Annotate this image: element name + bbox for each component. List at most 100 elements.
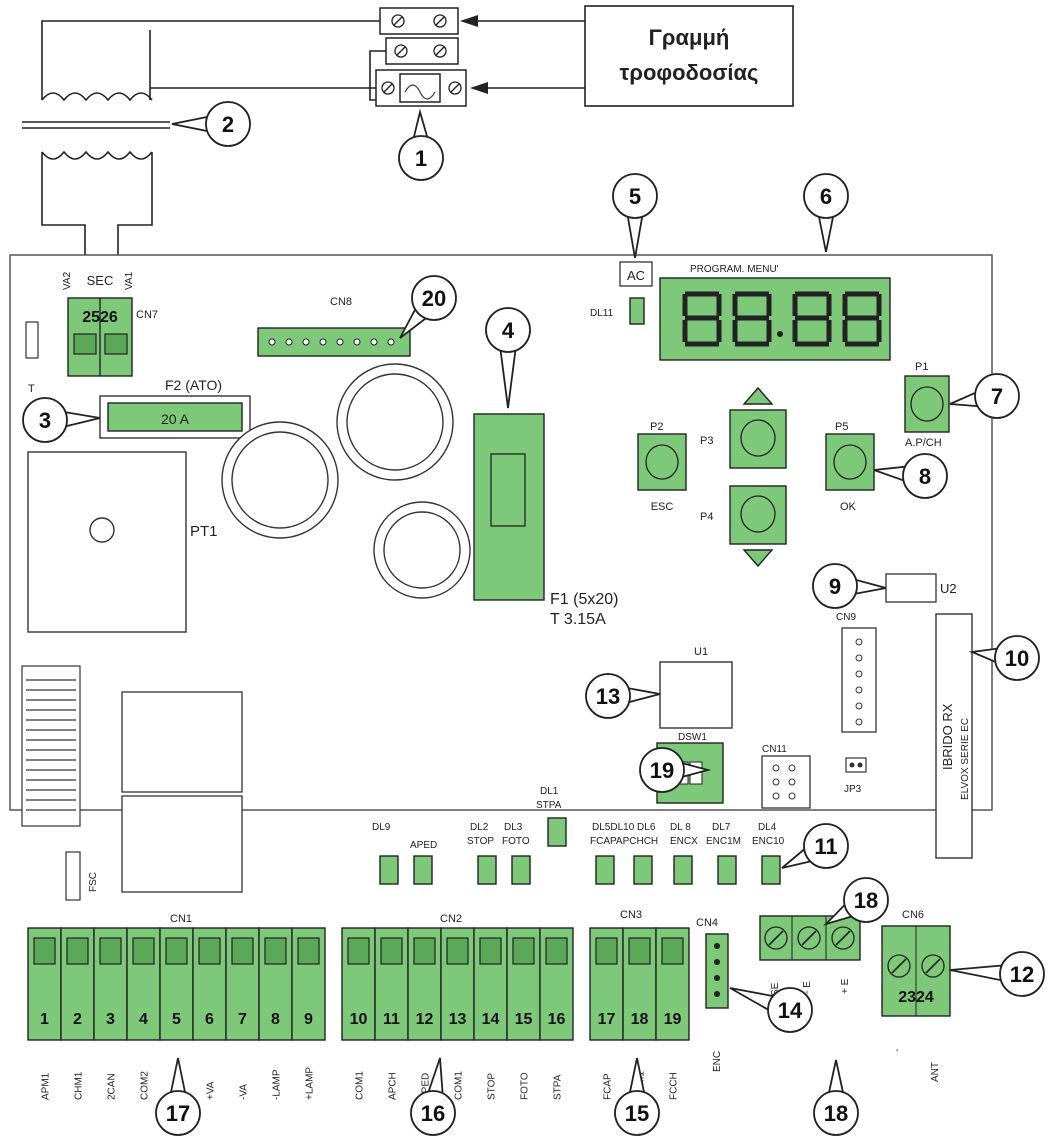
led-row: DL1 STPA DL9 APED DL2 STOP DL3 FOTO DL5D… <box>372 786 785 885</box>
callout-1: 1 <box>398 108 444 181</box>
ac-indicator <box>619 261 653 287</box>
cn1-terminal-7: 7-VA <box>225 927 260 1100</box>
p1-label: P1 <box>915 361 928 373</box>
callout-number: 19 <box>650 758 674 783</box>
pt1-component <box>27 451 187 633</box>
cn2-terminal-number: 13 <box>449 1011 467 1028</box>
jumper-t <box>25 321 39 359</box>
power-line-label-2: τροφοδοσίας <box>620 60 759 85</box>
cn1-terminal-name: +LAMP <box>305 1067 316 1100</box>
ok-label: OK <box>840 501 857 513</box>
cn3-label: CN3 <box>620 909 642 921</box>
cn11-connector <box>761 755 811 809</box>
cn2-terminal-name: COM1 <box>454 1071 465 1100</box>
u1-label: U1 <box>694 646 708 658</box>
cn11-label: CN11 <box>762 744 787 755</box>
cn1-terminal-number: 5 <box>172 1011 181 1028</box>
aped-led <box>413 855 433 885</box>
callout-number: 1 <box>415 146 427 171</box>
encoder-screw-block: SE - E + E <box>759 915 861 996</box>
callout-17: 17 <box>155 1057 201 1136</box>
callout-16: 16 <box>410 1057 456 1136</box>
cn1-terminal-name: -VA <box>239 1084 250 1100</box>
cn1-terminal-number: 4 <box>139 1011 148 1028</box>
callout-number: 4 <box>502 318 515 343</box>
f1-label-1: F1 (5x20) <box>550 591 618 608</box>
cn4-enc-label: ENC <box>712 1051 723 1072</box>
ibrido-rx-module <box>935 613 973 859</box>
program-menu-label: PROGRAM. MENU' <box>690 264 779 275</box>
callout-4: 4 <box>485 307 531 409</box>
callout-number: 2 <box>222 112 234 137</box>
cn8-label: CN8 <box>330 296 352 308</box>
callout-15: 15 <box>614 1057 660 1136</box>
cn1-terminal-8: 8-LAMP <box>258 927 293 1100</box>
cn6-terminals: 2324 <box>898 989 934 1006</box>
ac-label: AC <box>627 268 645 283</box>
callout-14: 14 <box>729 987 813 1033</box>
callout-number: 12 <box>1010 962 1034 987</box>
cn1-terminal-number: 8 <box>271 1011 280 1028</box>
u1-chip <box>659 661 733 729</box>
callout-2: 2 <box>171 101 251 147</box>
f2-label: F2 (ATO) <box>165 377 222 393</box>
u2-chip <box>885 573 937 603</box>
callout-number: 15 <box>625 1101 649 1126</box>
dsw1-label: DSW1 <box>678 732 707 743</box>
dl11-led <box>629 297 645 325</box>
cn1-terminal-name: APM1 <box>41 1072 52 1100</box>
dl2-label: DL2 <box>470 822 489 833</box>
callout-20: 20 <box>399 275 457 339</box>
cn2-terminal-number: 11 <box>383 1011 400 1028</box>
button-p1[interactable]: P1 A.P/CH <box>904 361 950 449</box>
callout-12: 12 <box>949 951 1045 997</box>
power-line-box <box>584 5 794 107</box>
cn2-terminal-name: COM1 <box>355 1071 366 1100</box>
callout-9: 9 <box>812 563 887 609</box>
dl8-led <box>673 855 693 885</box>
callout-8: 8 <box>873 453 948 499</box>
fsc-jumper <box>65 851 81 901</box>
p1-sub-label: A.P/CH <box>905 437 942 449</box>
f2-fuse <box>107 402 243 432</box>
p4-label: P4 <box>700 511 713 523</box>
jp3-jumper[interactable] <box>845 757 867 773</box>
callout-number: 16 <box>421 1101 445 1126</box>
callout-11: 11 <box>781 823 849 869</box>
cn6-minus-label: - <box>892 1049 903 1052</box>
cn6-ant-label: ANT <box>930 1062 941 1082</box>
cn2-terminal-number: 10 <box>350 1011 368 1028</box>
cn4-label: CN4 <box>696 917 718 929</box>
va1-label: VA1 <box>124 271 135 290</box>
cn6-connector: 2324 - ANT <box>881 925 951 1082</box>
ibrido-label: IBRIDO RX <box>940 703 955 770</box>
button-p5-ok[interactable]: P5 OK <box>825 421 875 513</box>
transformer-secondary-coil <box>41 150 153 160</box>
cn3-terminal-number: 19 <box>664 1011 682 1028</box>
dl9-label: DL9 <box>372 822 391 833</box>
callout-number: 18 <box>854 888 878 913</box>
cn3-terminal-number: 18 <box>631 1011 649 1028</box>
callout-3: 3 <box>22 397 101 443</box>
aped-led-label: APED <box>410 840 437 851</box>
va2-label: VA2 <box>62 271 73 290</box>
foto-led-label: FOTO <box>502 836 530 847</box>
cn1-terminal-number: 3 <box>106 1011 115 1028</box>
callout-number: 13 <box>596 684 620 709</box>
stpa-led-label: STPA <box>536 800 562 811</box>
button-p2-esc[interactable]: P2 ESC <box>637 421 687 513</box>
button-p3-up[interactable]: P3 <box>700 386 787 469</box>
cn2-terminal-number: 16 <box>548 1011 566 1028</box>
display-digits <box>682 291 882 347</box>
callout-number: 20 <box>422 286 446 311</box>
button-p4-down[interactable]: P4 <box>700 485 787 568</box>
enc-se-label: SE <box>770 982 781 996</box>
dl9-led <box>379 855 399 885</box>
